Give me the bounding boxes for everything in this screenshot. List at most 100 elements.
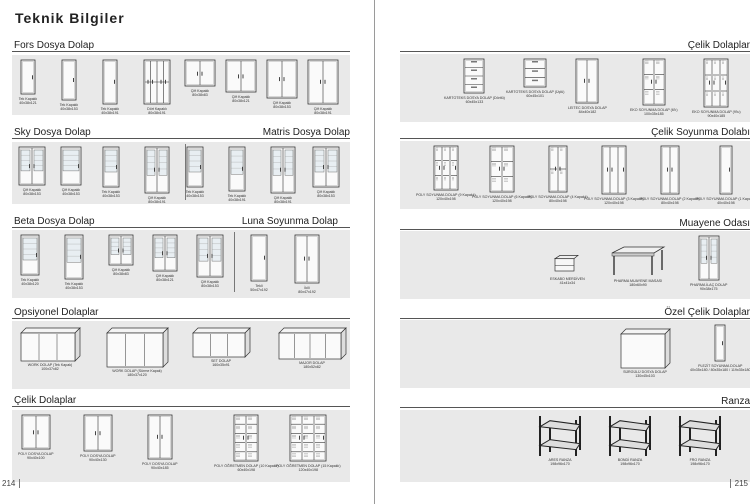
product-illustration	[660, 145, 680, 195]
section-header-fors: Fors Dosya Dolap	[12, 38, 350, 52]
product-item: KARTOTEKS DOSYA DOLAP (Üçlü)60x45x101	[506, 56, 564, 98]
product-type: Tek Kapaklı	[64, 282, 84, 286]
product-type: Çift Kapaklı	[273, 196, 293, 200]
product-type: Tekli	[255, 284, 263, 288]
product-illustration	[270, 146, 296, 194]
product-illustration	[20, 327, 81, 362]
product-illustration	[548, 145, 568, 193]
product-illustration	[642, 58, 666, 106]
product-illustration	[294, 234, 320, 284]
section-header-beta: Beta Dosya Dolap Luna Soyunma Dolap	[12, 214, 350, 228]
product-illustration	[266, 59, 298, 99]
product-illustration	[64, 234, 84, 280]
product-item: POLY ÖĞRETMEN DOLAP (10 Kapaklı)60x40x19…	[214, 412, 279, 472]
product-type: POLY DOSYA DOLAP	[142, 462, 178, 466]
product-illustration	[225, 59, 257, 93]
product-type: Tek Kapaklı	[101, 190, 121, 194]
product-item: KARTOTEKS DOSYA DOLAP (Dörtlü)60x45x133	[444, 56, 505, 104]
product-dimensions: 40x38x153	[102, 194, 120, 199]
right-page: Çelik Dolaplar KARTOTEKS DOSYA DOLAP (Dö…	[382, 0, 750, 504]
product-type: İkili	[304, 286, 310, 290]
product-illustration	[228, 146, 246, 192]
product-type: KARTOTEKS DOSYA DOLAP (Dörtlü)	[444, 96, 505, 100]
product-illustration	[698, 235, 720, 281]
section-header-ranza: Ranza	[400, 394, 750, 408]
product-band: POLY SOYUNMA DOLAP (9 Kapaklı)120x40x198…	[400, 141, 750, 209]
product-item: EKO SOYUNMA DOLAP (9'lu)90x40x185	[692, 56, 741, 118]
section-title: Çelik Soyunma Dolabı	[651, 127, 750, 138]
product-type: WORK DOLAP (Tek Kapak)	[27, 363, 73, 367]
product-dimensions: 80x38x191	[148, 200, 166, 205]
section-divider	[234, 232, 235, 292]
product-dimensions: 90x40x130	[88, 458, 107, 463]
product-dimensions: 120x40x198	[298, 468, 319, 473]
product-dimensions: 80x38x83	[113, 272, 129, 277]
product-dimensions: 80x38x191	[274, 200, 292, 205]
product-item: POLY SOYUNMA DOLAP (9 Kapaklı)120x40x198	[416, 143, 476, 201]
page-title: Teknik Bilgiler	[15, 10, 125, 26]
product-type: POLY DOSYA DOLAP	[18, 452, 54, 456]
section-title: Çelik Dolaplar	[687, 40, 750, 51]
section-title: Sky Dosya Dolap	[14, 127, 91, 138]
product-dimensions: 80x38x83	[192, 93, 208, 98]
product-item: WORK DOLAP (Sürme Kapak)180x37x120	[104, 325, 170, 377]
section-header-opsiyonel: Opsiyonel Dolaplar	[12, 305, 350, 319]
product-type: ESKABO MERDİVEN	[550, 277, 585, 281]
product-type: Tek Kapaklı	[100, 107, 120, 111]
product-item: POLY SOYUNMA DOLAP (3 Kapaklı)120x40x198	[584, 143, 644, 205]
product-illustration	[102, 59, 118, 105]
product-type: Çift Kapaklı	[22, 188, 42, 192]
product-dimensions: 80x38x191	[148, 111, 166, 116]
product-illustration	[719, 145, 733, 195]
product-illustration	[608, 416, 651, 456]
product-dimensions: 60x45x133	[465, 100, 484, 105]
product-illustration	[143, 59, 171, 105]
product-illustration	[196, 234, 224, 278]
section-title-secondary: Luna Soyunma Dolap	[241, 216, 338, 227]
product-illustration	[620, 328, 671, 369]
product-dimensions: 40x38x120	[21, 282, 39, 287]
product-illustration	[489, 145, 515, 193]
page-number: 214	[2, 479, 21, 488]
product-type: Çift Kapaklı	[111, 268, 131, 272]
section-title: Fors Dosya Dolap	[14, 40, 95, 51]
product-dimensions: 80x38x153	[317, 194, 335, 199]
product-dimensions: 120x40x198	[436, 197, 456, 202]
section-title: Opsiyonel Dolaplar	[14, 307, 99, 318]
product-dimensions: 180x60x90	[629, 283, 647, 288]
product-dimensions: 40x38x121	[19, 101, 37, 106]
product-type: Çift Kapaklı	[155, 274, 175, 278]
product-type: POLY ÖĞRETMEN DOLAP (15 Kapaklı)	[276, 464, 341, 468]
product-type: POLY ÖĞRETMEN DOLAP (10 Kapaklı)	[214, 464, 279, 468]
section-divider	[185, 144, 186, 200]
product-dimensions: 40x38x191	[101, 111, 119, 116]
product-illustration	[703, 58, 729, 108]
product-illustration	[678, 416, 721, 456]
product-type: POLY SOYUNMA DOLAP (9 Kapaklı)	[416, 193, 476, 197]
product-dimensions: 130x45x103	[635, 374, 655, 379]
product-illustration	[523, 58, 547, 88]
product-type: PHARMA MUAYENE MASASI	[613, 279, 663, 283]
product-illustration	[83, 414, 113, 452]
